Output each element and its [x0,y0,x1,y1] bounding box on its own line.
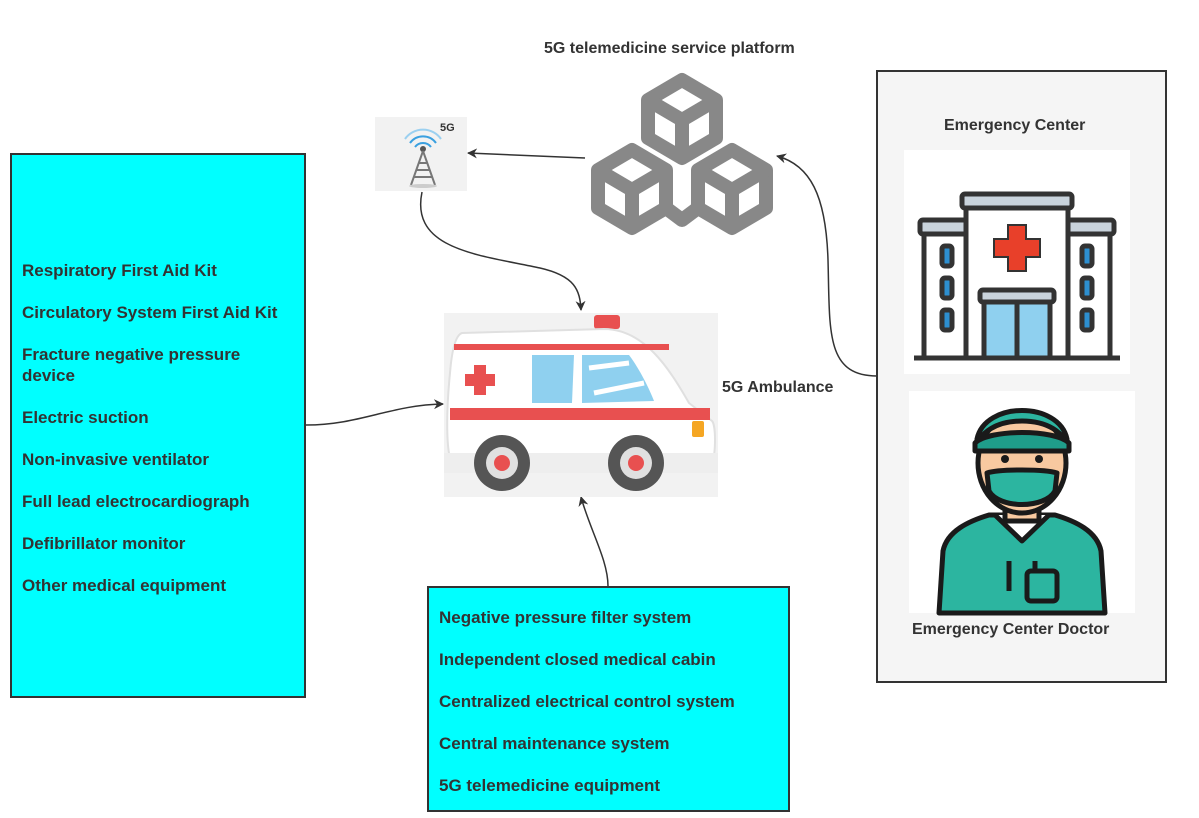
list-item: Centralized electrical control system [439,692,735,711]
arrow-leftbox-to-ambulance [305,399,444,426]
tower-label: 5G [440,122,455,134]
list-item: Other medical equipment [22,576,227,595]
arrow-platform-to-tower [467,148,586,159]
equipment-list-box: Respiratory First Aid Kit Circulatory Sy… [10,153,306,698]
tower-image: 5G [375,117,467,191]
list-item: Fracture negative pressure device [22,345,241,385]
platform-title: 5G telemedicine service platform [544,40,795,57]
list-item: Defibrillator monitor [22,534,186,553]
emergency-center-title: Emergency Center [944,117,1086,134]
antenna-tower-icon [404,128,442,188]
list-item: Electric suction [22,408,149,427]
ambulance-image [444,313,718,497]
arrow-tower-to-ambulance [419,191,586,311]
list-item: Negative pressure filter system [439,608,692,627]
list-item: Non-invasive ventilator [22,450,210,469]
hospital-image [904,150,1130,374]
list-item: Central maintenance system [439,734,670,753]
ambulance-label: 5G Ambulance [722,379,834,396]
arrow-bottombox-to-ambulance [578,496,609,587]
list-item: 5G telemedicine equipment [439,776,661,795]
ambulance-icon [444,315,718,491]
arrow-center-to-platform [776,153,878,377]
cabin-systems-box: Negative pressure filter system Independ… [427,586,790,812]
doctor-icon [936,408,1108,616]
doctor-image [909,391,1135,616]
platform-cubes-icon [591,73,773,235]
list-item: Independent closed medical cabin [439,650,716,669]
hospital-building-icon [914,191,1120,361]
emergency-center-panel: Emergency Center [876,70,1167,683]
doctor-label: Emergency Center Doctor [912,621,1110,638]
list-item: Full lead electrocardiograph [22,492,250,511]
list-item: Circulatory System First Aid Kit [22,303,278,322]
list-item: Respiratory First Aid Kit [22,261,217,280]
